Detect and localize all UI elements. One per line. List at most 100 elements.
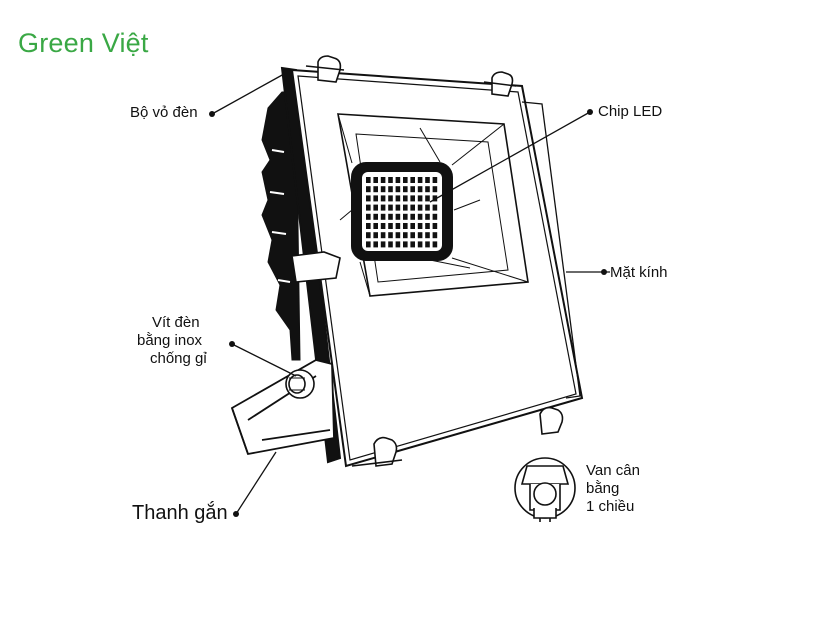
led-dot <box>425 232 430 239</box>
clip-side <box>291 251 341 283</box>
led-dot <box>380 213 386 220</box>
led-dot <box>403 177 408 183</box>
led-dot <box>425 177 430 183</box>
led-dot <box>388 195 393 202</box>
led-dot <box>395 177 401 183</box>
led-dot <box>395 204 401 211</box>
led-dot <box>417 204 423 211</box>
led-dot <box>395 241 401 248</box>
led-dot <box>403 186 408 193</box>
callout-lines <box>211 73 591 515</box>
led-dot <box>410 213 415 220</box>
led-dot <box>395 232 401 239</box>
led-dot <box>380 204 386 211</box>
label-glass: Mặt kính <box>610 264 668 281</box>
clip-bottom-right <box>539 406 564 435</box>
label-valve-line1: Van cân <box>586 462 640 479</box>
led-dot <box>395 223 401 229</box>
label-screw-line1: Vít đèn <box>152 314 200 331</box>
led-chip <box>351 162 453 261</box>
led-dot <box>403 195 408 202</box>
led-dot <box>417 232 423 239</box>
led-dot <box>417 195 423 202</box>
label-screw-line3: chống gỉ <box>150 350 207 367</box>
led-dot <box>373 241 378 248</box>
led-dot <box>432 195 438 202</box>
callout-dots <box>209 109 607 517</box>
led-dot <box>417 186 423 193</box>
led-dot <box>403 232 408 239</box>
led-dot <box>366 223 371 229</box>
led-dot <box>417 223 423 229</box>
led-dot <box>380 177 386 183</box>
led-dot <box>425 186 430 193</box>
led-dot <box>432 232 438 239</box>
led-dot <box>410 241 415 248</box>
led-dot <box>432 213 438 220</box>
led-dot <box>366 204 371 211</box>
led-dot <box>366 213 371 220</box>
led-dot <box>388 213 393 220</box>
housing-fins <box>261 91 301 361</box>
led-dot <box>388 204 393 211</box>
led-dot <box>388 241 393 248</box>
clip-top-left <box>305 55 345 83</box>
led-dot <box>388 177 393 183</box>
led-dot <box>373 232 378 239</box>
led-dot <box>432 177 438 183</box>
led-dot <box>410 232 415 239</box>
led-dot <box>410 186 415 193</box>
led-dot <box>425 213 430 220</box>
led-dot <box>432 223 438 229</box>
led-dot <box>388 223 393 229</box>
mounting-bracket <box>230 359 335 456</box>
stainless-screw <box>285 369 315 399</box>
led-dot <box>380 195 386 202</box>
balance-valve-inset <box>514 457 576 522</box>
led-dot <box>403 204 408 211</box>
label-chip-led: Chip LED <box>598 103 663 120</box>
led-dot <box>380 232 386 239</box>
led-dot <box>410 177 415 183</box>
led-dot <box>373 223 378 229</box>
led-dot <box>373 213 378 220</box>
led-dot <box>388 186 393 193</box>
led-dot <box>403 223 408 229</box>
label-screw-line2: bằng inox <box>137 332 203 349</box>
brand-logo-text: Green Việt <box>18 28 149 58</box>
led-dot <box>373 186 378 193</box>
label-valve-line2: bằng <box>586 480 620 497</box>
label-housing: Bộ vỏ đèn <box>130 104 198 121</box>
led-dot <box>417 213 423 220</box>
led-dot <box>432 204 438 211</box>
led-dot <box>380 241 386 248</box>
led-dot <box>410 223 415 229</box>
label-valve-line3: 1 chiều <box>586 498 635 515</box>
led-dot <box>380 186 386 193</box>
led-dot <box>432 186 438 193</box>
led-dot <box>425 204 430 211</box>
led-dot <box>366 177 371 183</box>
led-dot <box>403 213 408 220</box>
led-dot <box>366 186 371 193</box>
led-dot <box>366 232 371 239</box>
led-dot <box>366 195 371 202</box>
label-bracket: Thanh gắn <box>132 502 228 524</box>
led-dot <box>380 223 386 229</box>
led-dot <box>373 195 378 202</box>
clip-top-right <box>483 71 517 97</box>
led-dot <box>410 204 415 211</box>
led-dot <box>395 213 401 220</box>
led-dot <box>425 223 430 229</box>
led-dot <box>395 186 401 193</box>
led-dot <box>425 241 430 248</box>
led-dot <box>366 241 371 248</box>
led-dot <box>425 195 430 202</box>
led-dot <box>373 177 378 183</box>
led-dot <box>403 241 408 248</box>
led-dot <box>388 232 393 239</box>
led-dot <box>410 195 415 202</box>
clip-bottom-left <box>351 436 403 467</box>
